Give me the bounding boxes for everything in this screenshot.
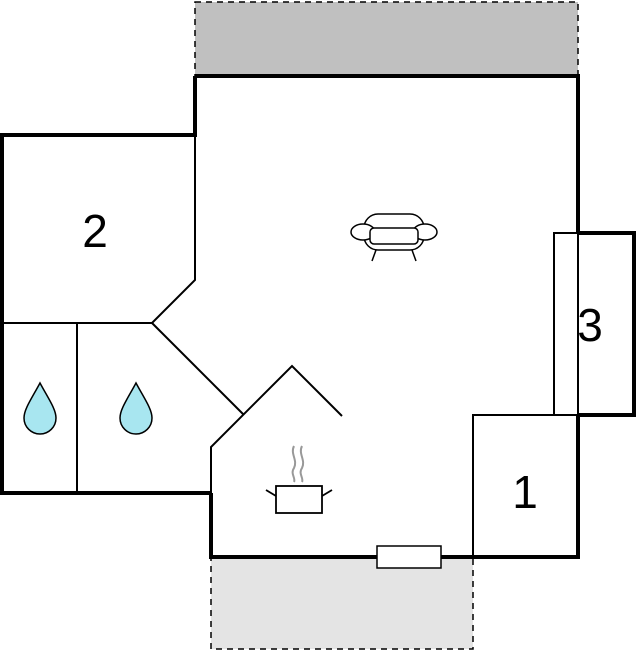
room-1-inner — [472, 414, 578, 557]
room-3-box — [553, 232, 579, 416]
terrace-bottom — [210, 556, 474, 650]
bathroom-diagonal-wall — [151, 322, 244, 415]
cooking-pot-icon — [265, 445, 333, 514]
sofa-icon — [350, 213, 438, 262]
water-drop-icon — [23, 381, 57, 435]
room-3-wall — [578, 231, 636, 417]
water-drop-icon — [119, 381, 153, 435]
room-1-wall — [473, 415, 580, 559]
room-label-2: 2 — [82, 205, 108, 257]
room-label-3: 3 — [577, 299, 603, 351]
door-threshold — [376, 545, 442, 569]
kitchen-partition — [210, 364, 343, 557]
room-2-wall — [0, 76, 211, 495]
room-label-1: 1 — [512, 466, 538, 518]
room-3-inner — [553, 233, 578, 416]
terrace-top — [194, 1, 579, 77]
